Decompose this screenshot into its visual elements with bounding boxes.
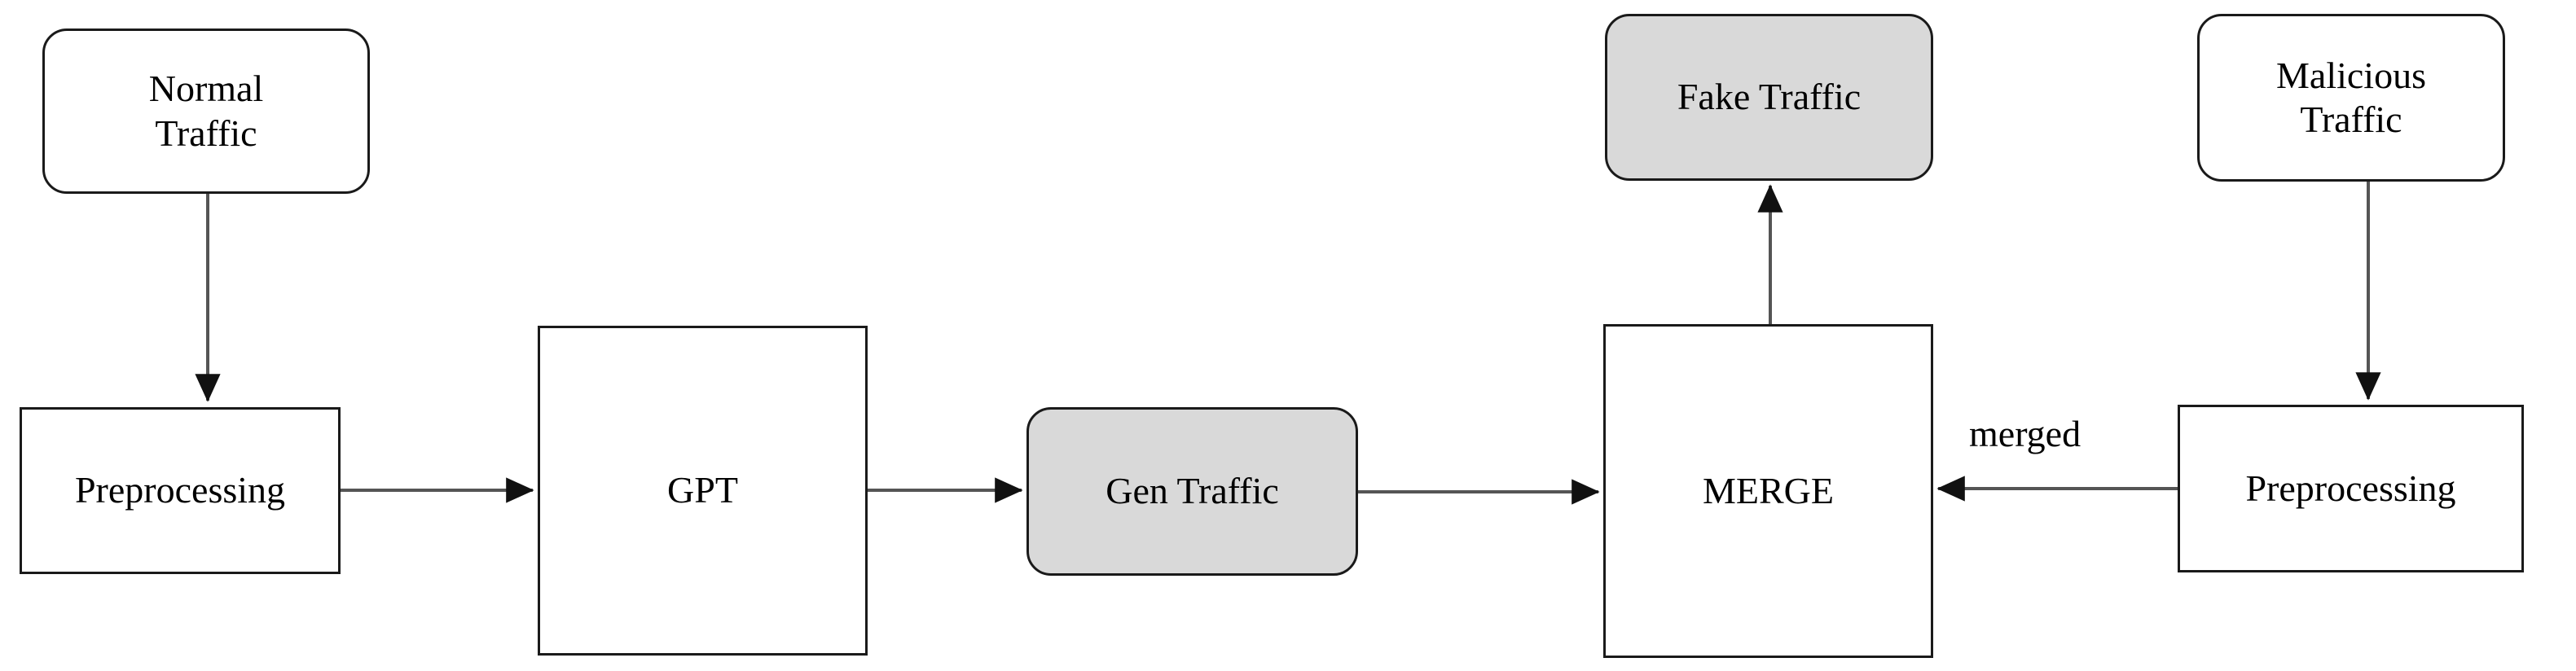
node-preprocessing-left[interactable]: Preprocessing: [20, 407, 341, 574]
node-normal-traffic[interactable]: Normal Traffic: [42, 29, 370, 194]
node-gpt[interactable]: GPT: [538, 326, 868, 656]
node-gen-traffic[interactable]: Gen Traffic: [1026, 407, 1358, 576]
node-fake-traffic[interactable]: Fake Traffic: [1605, 14, 1933, 181]
node-malicious-traffic[interactable]: Malicious Traffic: [2197, 14, 2505, 182]
node-preprocessing-right[interactable]: Preprocessing: [2178, 405, 2524, 572]
node-merge[interactable]: MERGE: [1603, 324, 1933, 658]
edge-label-merged: merged: [1969, 413, 2081, 454]
